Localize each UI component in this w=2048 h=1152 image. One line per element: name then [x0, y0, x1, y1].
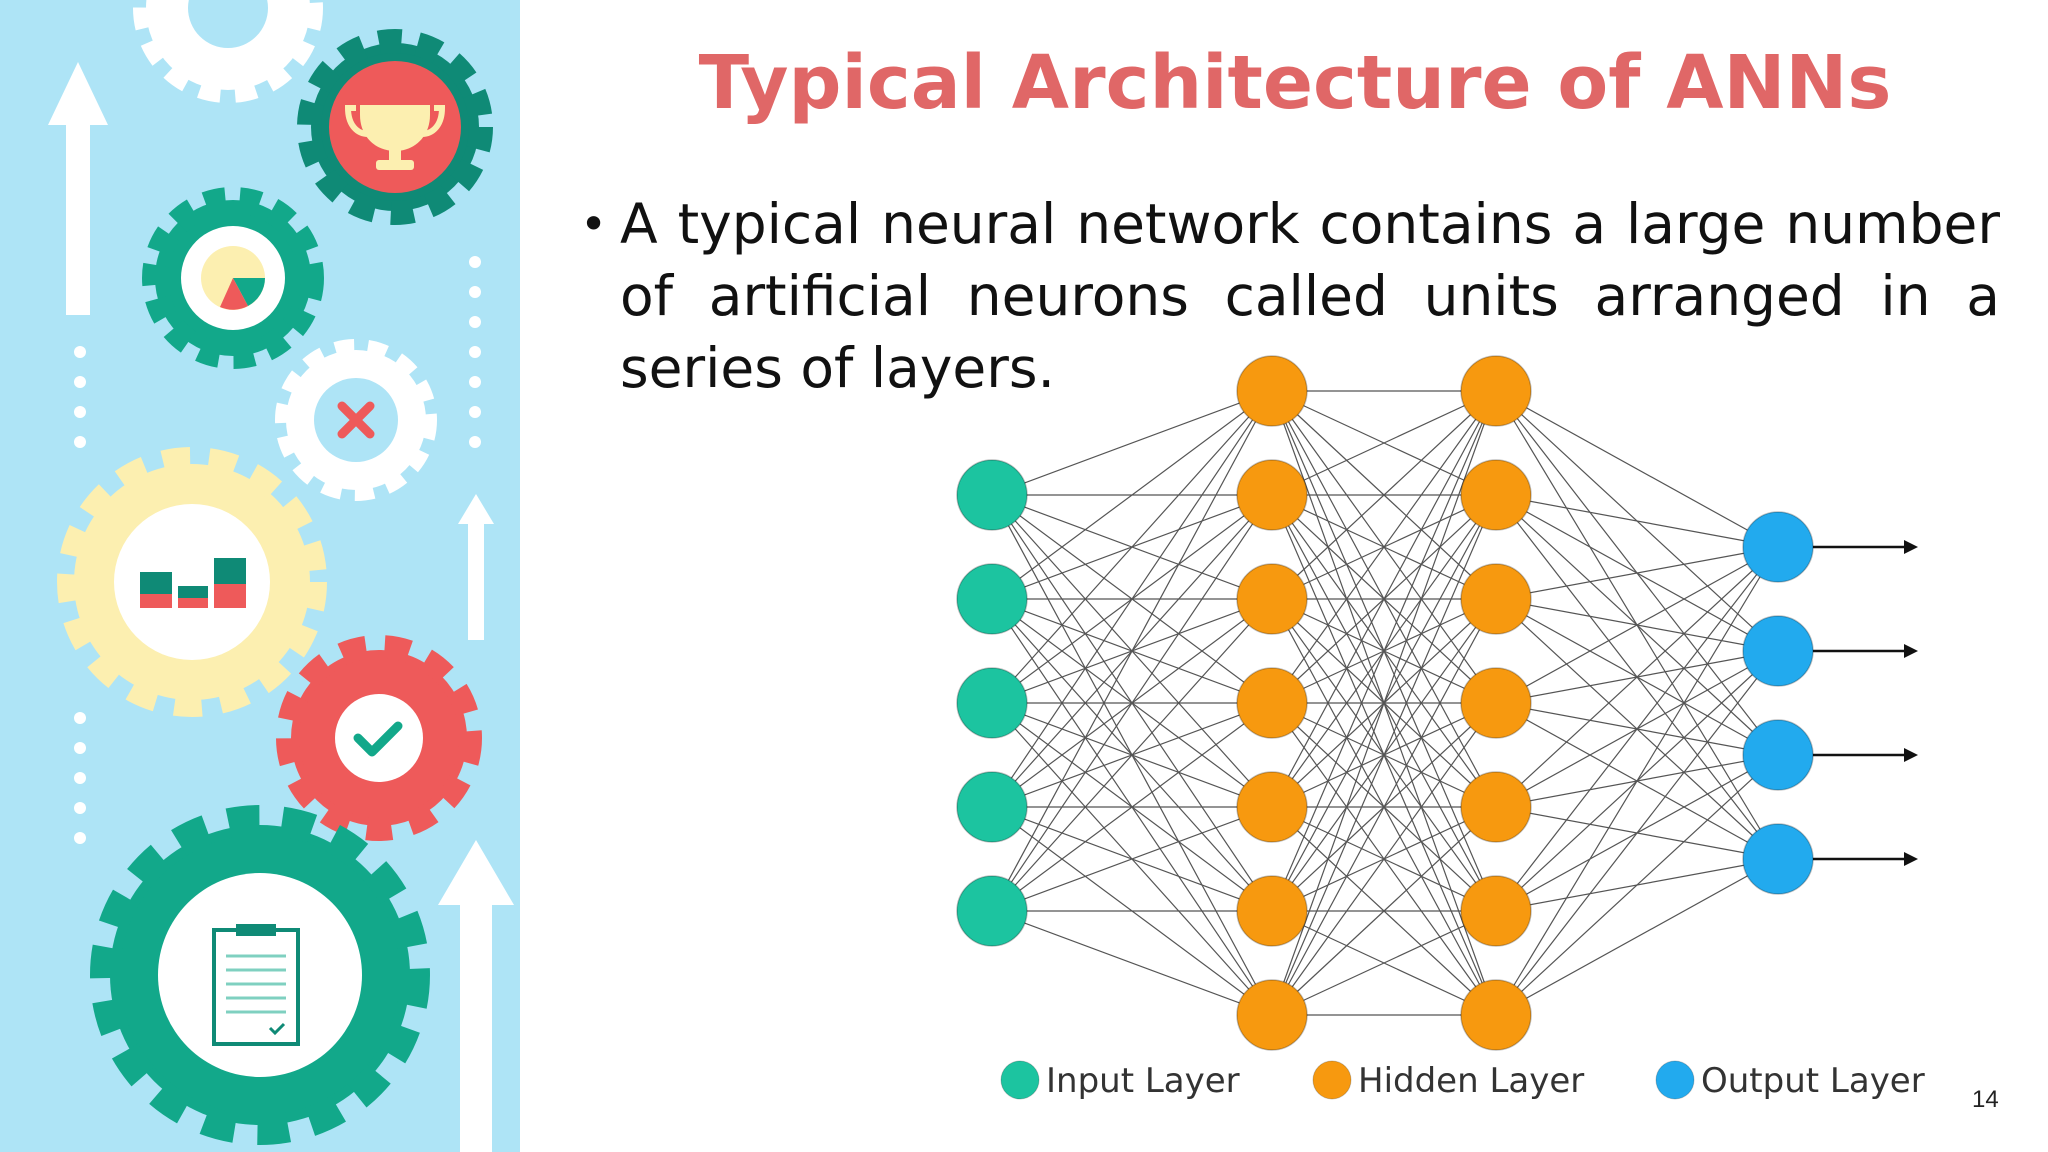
hidden-node [1236, 771, 1308, 843]
up-arrow-icon [48, 62, 108, 315]
connection-line [991, 494, 1273, 912]
connection-line [1495, 546, 1779, 912]
connection-line [1495, 390, 1779, 548]
up-arrow-icon [458, 494, 494, 640]
connection-line [1271, 390, 1497, 496]
close-icon [337, 401, 375, 439]
check-gear [276, 635, 482, 841]
output-node [1742, 615, 1814, 687]
output-arrow-head [1904, 852, 1918, 866]
page-number: 14 [1972, 1086, 1999, 1113]
hidden-node [1460, 355, 1532, 427]
hidden-node [1460, 563, 1532, 635]
output-node [1742, 823, 1814, 895]
up-arrow-icon [438, 840, 514, 1152]
output-arrow-head [1904, 644, 1918, 658]
connection-line [1495, 546, 1779, 808]
legend-swatch-output [1655, 1060, 1695, 1100]
hidden-node [1460, 459, 1532, 531]
input-node [956, 667, 1028, 739]
connection-line [1271, 390, 1497, 1016]
connection-line [991, 702, 1273, 912]
connection-line [1271, 494, 1497, 1016]
connection-line [1271, 702, 1497, 1016]
pie-chart-gear [142, 187, 324, 369]
gear-icon [133, 0, 323, 103]
network-connections [991, 390, 1779, 1016]
hidden-node [1460, 979, 1532, 1051]
checkmark-icon [353, 721, 403, 757]
close-gear [275, 339, 437, 501]
hidden-node [1236, 667, 1308, 739]
connection-line [991, 390, 1273, 600]
hidden-node [1236, 563, 1308, 635]
connection-line [991, 390, 1273, 496]
connection-line [991, 390, 1273, 912]
output-arrows [1813, 540, 1918, 866]
hidden-node [1460, 667, 1532, 739]
output-node [1742, 719, 1814, 791]
trophy-icon [344, 105, 446, 170]
connection-line [991, 390, 1273, 704]
slide-title: Typical Architecture of ANNs [698, 40, 1892, 126]
connection-line [991, 806, 1273, 912]
connection-line [991, 910, 1273, 1016]
connection-line [1495, 546, 1779, 1016]
connection-line [1495, 754, 1779, 1016]
trophy-gear [297, 29, 493, 225]
hidden-node [1236, 979, 1308, 1051]
connection-line [1495, 650, 1779, 1016]
legend-label-input: Input Layer [1046, 1061, 1240, 1101]
connection-line [1271, 390, 1497, 600]
connection-line [1495, 546, 1779, 704]
hidden-node [1460, 771, 1532, 843]
hidden-node [1236, 355, 1308, 427]
output-arrow-head [1904, 540, 1918, 554]
sidebar-dots [74, 256, 481, 844]
output-node [1742, 511, 1814, 583]
output-arrow-head [1904, 748, 1918, 762]
connection-line [1271, 910, 1497, 1016]
pie-chart-icon [201, 246, 265, 310]
connection-line [1495, 546, 1779, 600]
connection-line [991, 598, 1273, 912]
connection-line [1271, 390, 1497, 808]
hidden-node [1236, 459, 1308, 531]
legend-swatch-hidden [1312, 1060, 1352, 1100]
legend-label-output: Output Layer [1701, 1061, 1925, 1101]
legend-label-hidden: Hidden Layer [1358, 1061, 1584, 1101]
neural-network-diagram: Input Layer Hidden Layer Output Layer [956, 355, 1925, 1101]
connection-line [1495, 858, 1779, 1016]
connection-line [1271, 390, 1497, 912]
bullet-marker: • [580, 197, 608, 251]
hidden-node [1236, 875, 1308, 947]
hidden-node [1460, 875, 1532, 947]
connection-line [1271, 806, 1497, 1016]
connection-line [1271, 598, 1497, 1016]
clipboard-icon [212, 924, 300, 1046]
input-node [956, 875, 1028, 947]
bullet-text: A typical neural network contains a larg… [620, 192, 2000, 400]
clipboard-gear [90, 805, 430, 1145]
connection-line [991, 390, 1273, 808]
input-node [956, 771, 1028, 843]
connection-line [1271, 390, 1497, 704]
network-nodes [956, 355, 1814, 1051]
connection-line [1495, 494, 1779, 548]
bar-chart-icon [140, 558, 246, 608]
decorative-sidebar [0, 0, 520, 1152]
bullet-point: • A typical neural network contains a la… [580, 188, 2000, 404]
input-node [956, 563, 1028, 635]
input-node [956, 459, 1028, 531]
sidebar-illustration [0, 0, 520, 1152]
legend: Input Layer Hidden Layer Output Layer [1000, 1060, 1925, 1101]
legend-swatch-input [1000, 1060, 1040, 1100]
bar-chart-gear [57, 447, 327, 717]
